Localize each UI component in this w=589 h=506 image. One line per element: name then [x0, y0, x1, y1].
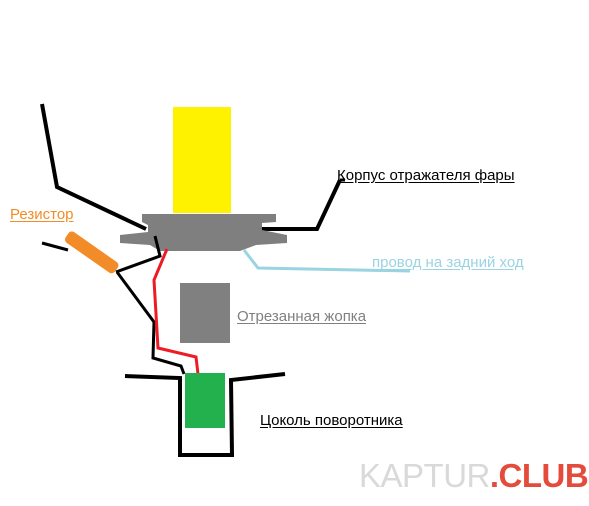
- resistor: [64, 231, 119, 274]
- socket-base-outline: [124, 372, 286, 457]
- watermark: KAPTUR.CLUB: [359, 457, 589, 494]
- bulb: [173, 107, 231, 213]
- resistor-wire-to-base: [115, 271, 186, 375]
- reverse-wire: [242, 249, 411, 273]
- reflector-outline-left: [40, 103, 147, 231]
- watermark-part1: KAPTUR: [359, 457, 490, 494]
- watermark-part2: .CLUB: [489, 457, 589, 494]
- lamp-mount: [120, 214, 287, 251]
- reflector-outline-right: [252, 179, 342, 231]
- black-wire: [115, 235, 162, 274]
- resistor-wire: [41, 241, 69, 252]
- label-reverse-wire: провод на задний ход: [372, 254, 524, 271]
- label-reflector-housing: Корпус отражателя фары: [337, 167, 515, 184]
- label-cut-socket: Отрезанная жопка: [237, 308, 367, 325]
- label-resistor: Резистор: [10, 206, 74, 223]
- label-turn-signal-base: Цоколь поворотника: [260, 412, 403, 429]
- cut-socket: [180, 283, 230, 343]
- socket-base: [185, 373, 225, 428]
- red-wire: [152, 248, 200, 375]
